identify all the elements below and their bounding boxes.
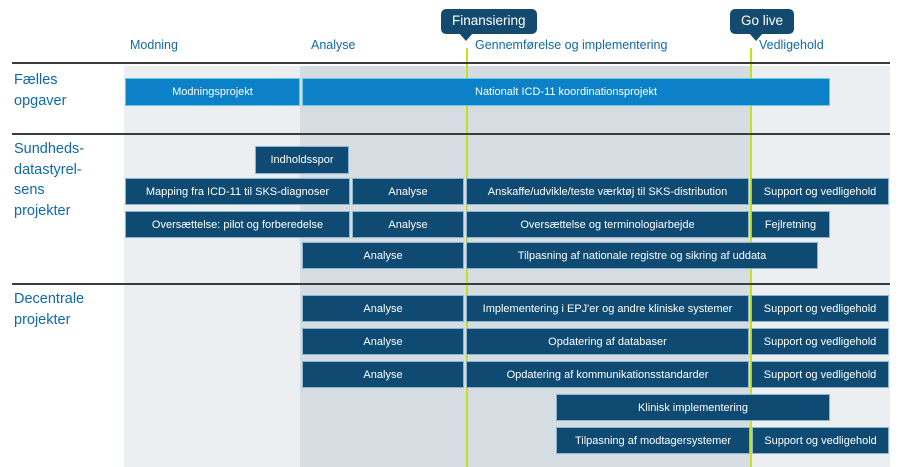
bar-analyse-databaser[interactable]: Analyse [302,328,464,355]
section-label-faelles-opgaver: Fælles opgaver [14,70,122,111]
bar-label: Opdatering af kommunikationsstandarder [506,368,709,381]
bar-label: Analyse [363,335,403,348]
bar-opdatering-kommunikationsstandarder[interactable]: Opdatering af kommunikationsstandarder [466,361,749,388]
bar-label: Support og vedligehold [764,434,877,447]
section-label-line: Sundheds- [14,141,85,157]
phase-header-vedligehold: Vedligehold [759,38,824,52]
bar-label: Fejlretning [764,218,817,231]
bar-tilpasning-nationale-registre[interactable]: Tilpasning af nationale registre og sikr… [466,242,818,269]
phase-header-gennemfoerelse: Gennemførelse og implementering [475,38,668,52]
bar-label: Analyse [363,368,403,381]
section-label-line: projekter [14,311,71,328]
section-divider-middle-1 [12,133,890,135]
bar-label: Indholdsspor [270,154,334,166]
phase-header-analyse: Analyse [311,38,356,52]
bar-label: Support og vedligehold [763,185,877,198]
phase-header-modning: Modning [130,38,178,52]
bar-nationalt-koordinationsprojekt[interactable]: Nationalt ICD-11 koordinationsprojekt [302,78,830,106]
section-label-line: projekter [14,202,71,219]
bar-label: Tilpasning af modtagersystemer [574,434,732,447]
milestone-label-go-live: Go live [741,13,784,28]
bar-label: Analyse [363,302,403,315]
bar-label: Analyse [388,185,428,198]
bar-oversaettelse-pilot[interactable]: Oversættelse: pilot og forberedelse [125,211,350,238]
bar-anskaffe-udvikle-teste[interactable]: Anskaffe/udvikle/teste værktøj til SKS-d… [466,178,749,205]
section-label-line: Decentrale [14,291,85,307]
bar-support-vedligehold-5[interactable]: Support og vedligehold [752,427,889,454]
bar-label: Modningsprojekt [172,86,253,98]
phase-band-modning [124,66,300,467]
bar-label: Mapping fra ICD-11 til SKS-diagnoser [145,185,330,198]
bar-label: Klinisk implementering [637,401,749,414]
bar-label: Support og vedligehold [763,335,877,348]
section-label-sundhedsdatastyrelsen: Sundheds-datastyrel-sens projekter [14,139,122,221]
milestone-callout-finansiering[interactable]: Finansiering [441,9,537,41]
bar-support-vedligehold-2[interactable]: Support og vedligehold [751,295,889,322]
section-divider-middle-2 [12,283,890,285]
callout-pointer-icon [749,32,763,41]
bar-indholdsspor[interactable]: Indholdsspor [255,146,349,174]
bar-opdatering-databaser[interactable]: Opdatering af databaser [466,328,749,355]
bar-analyse-oversaettelse[interactable]: Analyse [352,211,464,238]
milestone-callout-go-live[interactable]: Go live [730,9,795,41]
bar-label: Support og vedligehold [763,368,877,381]
section-label-line: Fælles [14,72,58,88]
bar-tilpasning-modtagersystemer[interactable]: Tilpasning af modtagersystemer [556,427,750,454]
section-label-line: opgaver [14,92,67,109]
section-label-line: sens [14,182,45,199]
bar-label: Anskaffe/udvikle/teste værktøj til SKS-d… [487,185,728,198]
bar-implementering-epj[interactable]: Implementering i EPJ'er og andre klinisk… [466,295,749,322]
bar-label: Analyse [388,218,428,231]
bar-label: Opdatering af databaser [548,335,667,348]
bar-support-vedligehold-3[interactable]: Support og vedligehold [751,328,889,355]
bar-label: Nationalt ICD-11 koordinationsprojekt [475,86,657,98]
section-divider-top [12,62,890,64]
milestone-label-finansiering: Finansiering [452,13,526,28]
bar-label: Implementering i EPJ'er og andre klinisk… [482,302,733,315]
bar-analyse-mapping[interactable]: Analyse [352,178,464,205]
bar-modningsprojekt[interactable]: Modningsprojekt [125,78,300,106]
bar-klinisk-implementering[interactable]: Klinisk implementering [556,394,830,421]
bar-fejlretning[interactable]: Fejlretning [751,211,830,238]
bar-label: Oversættelse og terminologiarbejde [520,218,695,231]
bar-label: Tilpasning af nationale registre og sikr… [517,249,767,262]
bar-analyse-epj[interactable]: Analyse [302,295,464,322]
bar-analyse-kommunikation[interactable]: Analyse [302,361,464,388]
bar-support-vedligehold-1[interactable]: Support og vedligehold [751,178,889,205]
bar-support-vedligehold-4[interactable]: Support og vedligehold [751,361,889,388]
bar-label: Analyse [363,249,403,262]
bar-mapping-icd11-sks[interactable]: Mapping fra ICD-11 til SKS-diagnoser [125,178,350,205]
section-label-line: datastyrel- [14,161,82,178]
callout-pointer-icon [459,32,473,41]
section-label-decentrale-projekter: Decentrale projekter [14,289,122,330]
bar-label: Support og vedligehold [763,302,877,315]
bar-label: Oversættelse: pilot og forberedelse [151,218,324,231]
bar-oversaettelse-terminologi[interactable]: Oversættelse og terminologiarbejde [466,211,749,238]
bar-analyse-registre[interactable]: Analyse [302,242,464,269]
